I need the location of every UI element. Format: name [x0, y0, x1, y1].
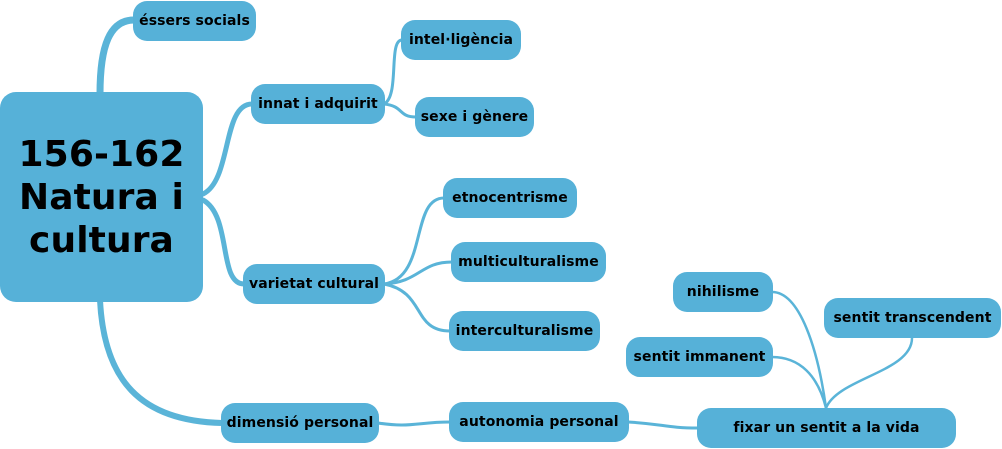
root-topic-line-3: cultura	[29, 219, 174, 261]
topic-sexe-genere-label: sexe i gènere	[420, 109, 529, 125]
topic-essers-socials[interactable]: éssers socials	[133, 1, 256, 41]
topic-autonomia-personal[interactable]: autonomia personal	[449, 402, 629, 442]
topic-sentit-immanent[interactable]: sentit immanent	[626, 337, 773, 377]
topic-varietat-cultural[interactable]: varietat cultural	[243, 264, 385, 304]
link-innat-intelligencia	[382, 38, 404, 106]
link-root-essers-socials	[96, 16, 138, 98]
topic-interculturalisme-label: interculturalisme	[455, 323, 594, 339]
topic-nihilisme-label: nihilisme	[686, 284, 760, 300]
link-fixar-nihilisme	[770, 290, 828, 410]
root-topic-line-2: Natura i	[19, 176, 184, 218]
topic-innat-adquirit[interactable]: innat i adquirit	[251, 84, 385, 124]
link-autonomia-fixar-sentit	[626, 420, 700, 430]
topic-varietat-cultural-label: varietat cultural	[248, 276, 380, 292]
topic-essers-socials-label: éssers socials	[139, 13, 250, 29]
topic-innat-adquirit-label: innat i adquirit	[258, 96, 378, 112]
topic-etnocentrisme[interactable]: etnocentrisme	[443, 178, 577, 218]
link-varietat-multiculturalisme	[382, 260, 454, 286]
topic-autonomia-personal-label: autonomia personal	[459, 414, 619, 430]
topic-intelligencia[interactable]: intel·ligència	[401, 20, 521, 60]
topic-sexe-genere[interactable]: sexe i gènere	[415, 97, 534, 137]
topic-sentit-transcendent-label: sentit transcendent	[833, 310, 992, 326]
topic-dimensio-personal-label: dimensió personal	[226, 415, 374, 431]
topic-nihilisme[interactable]: nihilisme	[673, 272, 773, 312]
link-root-varietat-cultural	[200, 197, 247, 287]
topic-sentit-immanent-label: sentit immanent	[633, 349, 766, 365]
topic-sentit-transcendent[interactable]: sentit transcendent	[824, 298, 1001, 338]
topic-etnocentrisme-label: etnocentrisme	[452, 190, 568, 206]
topic-dimensio-personal[interactable]: dimensió personal	[221, 403, 379, 443]
link-root-innat-adquirit	[200, 101, 255, 197]
topic-intelligencia-label: intel·ligència	[408, 32, 514, 48]
topic-fixar-sentit-label: fixar un sentit a la vida	[733, 420, 920, 436]
root-topic[interactable]: 156-162 Natura i cultura	[0, 92, 203, 302]
link-innat-sexe-genere	[382, 102, 418, 119]
topic-multiculturalisme-label: multiculturalisme	[458, 254, 599, 270]
topic-interculturalisme[interactable]: interculturalisme	[449, 311, 600, 351]
topic-multiculturalisme[interactable]: multiculturalisme	[451, 242, 606, 282]
link-varietat-interculturalisme	[382, 282, 452, 333]
link-dimensio-autonomia	[376, 420, 452, 427]
link-varietat-etnocentrisme	[382, 196, 446, 286]
topic-fixar-sentit[interactable]: fixar un sentit a la vida	[697, 408, 956, 448]
root-topic-line-1: 156-162	[18, 133, 185, 175]
link-fixar-sentit-immanent	[770, 355, 828, 410]
link-root-dimensio-personal	[97, 297, 225, 426]
link-fixar-sentit-transcendent	[824, 336, 914, 410]
